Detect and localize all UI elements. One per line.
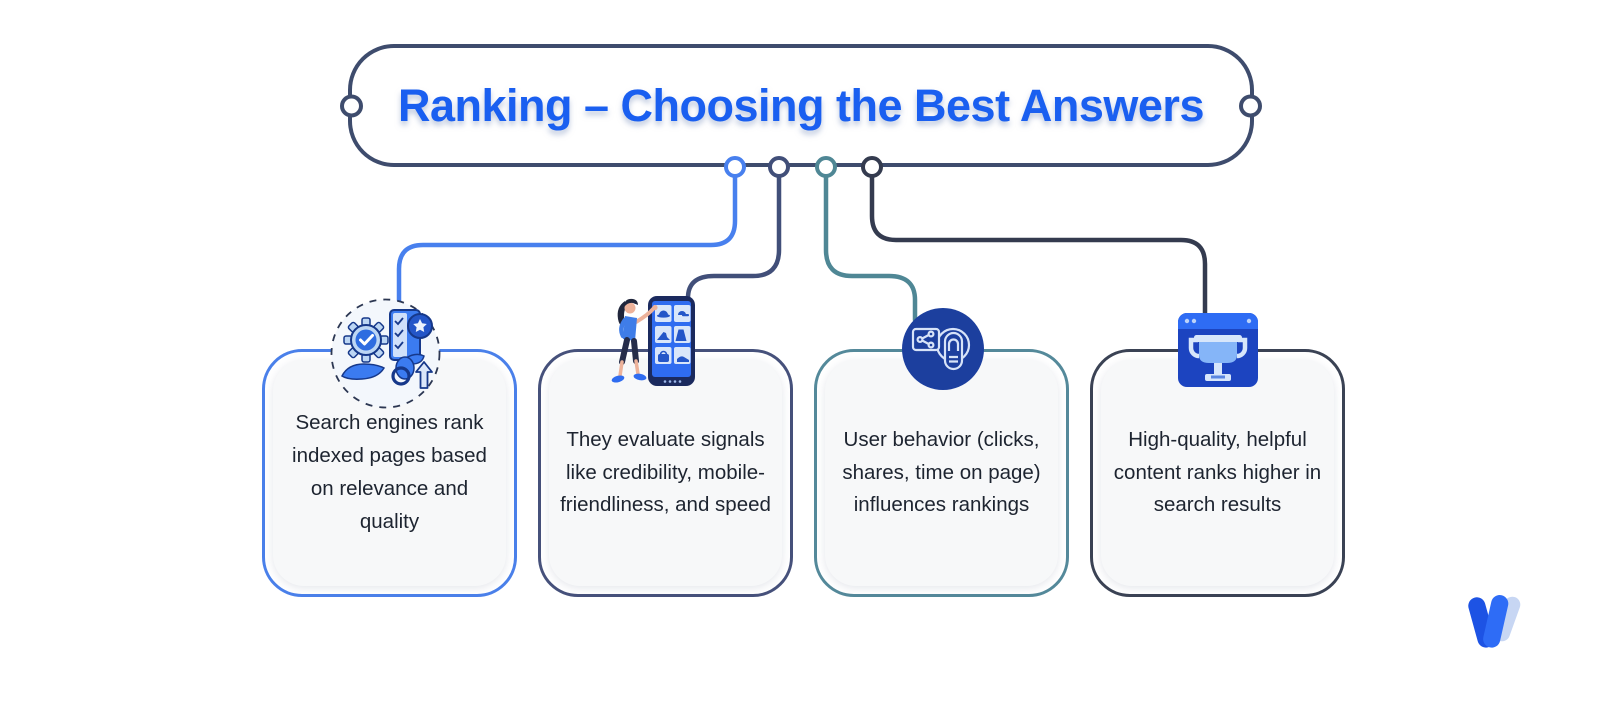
card-text: High-quality, helpful content ranks high… [1113,427,1322,517]
touch-share-icon [901,307,985,391]
title-node-right-icon [1239,94,1262,117]
connector-line-4 [869,164,1208,323]
quality-check-illustration [328,296,443,411]
logo-stroke-light [1494,596,1521,642]
card-text: They evaluate signals like credibility, … [560,427,771,517]
title-node-left-icon [340,94,363,117]
card-text: User behavior (clicks, shares, time on p… [842,427,1041,517]
title-box: Ranking – Choosing the Best Answers [340,44,1262,167]
card-user-behavior: User behavior (clicks, shares, time on p… [814,308,1069,597]
card-inner-panel: High-quality, helpful content ranks high… [1101,360,1334,586]
trophy-browser-icon [1178,313,1258,389]
card-content-quality: High-quality, helpful content ranks high… [1090,313,1345,597]
connector-line-3 [823,164,918,323]
card-text: Search engines rank indexed pages based … [292,411,487,533]
card-inner-panel: Search engines rank indexed pages based … [273,360,506,586]
connector-line-2 [685,164,782,306]
card-relevance: Search engines rank indexed pages based … [262,298,517,597]
card-inner-panel: User behavior (clicks, shares, time on p… [825,360,1058,586]
mobile-shopping-illustration [598,295,698,395]
logo-stroke-mid [1483,595,1509,648]
card-inner-panel: They evaluate signals like credibility, … [549,360,782,586]
page-title: Ranking – Choosing the Best Answers [398,79,1204,131]
card-signals: They evaluate signals like credibility, … [538,296,793,597]
brand-logo-icon [1462,594,1526,652]
